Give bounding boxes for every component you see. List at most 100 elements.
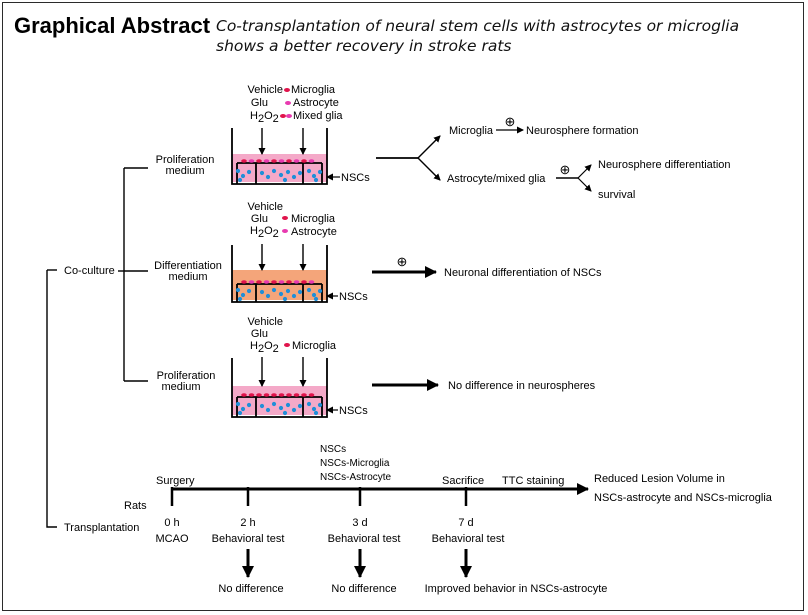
- glia-cell: [241, 280, 247, 284]
- result-no-difference-3d: No difference: [331, 583, 396, 595]
- nsc-cell: [278, 172, 284, 178]
- glia-cell: [308, 393, 315, 397]
- nsc-cell: [297, 403, 303, 409]
- glia-cell: [301, 159, 307, 163]
- glia-cell: [248, 393, 255, 397]
- time-2h: 2 h: [240, 517, 255, 529]
- ttc-staining-label: TTC staining: [502, 475, 564, 487]
- nsc-cell: [246, 169, 252, 175]
- nsc-cell: [285, 169, 291, 175]
- nsc-cells: [235, 287, 323, 302]
- mixed-glia-dot-legend-2: [286, 114, 292, 118]
- nsc-cell: [313, 410, 319, 416]
- glia-cell: [286, 159, 292, 163]
- glia-microglia-label: Microglia: [292, 340, 337, 352]
- panel-proliferation-glia: Proliferation medium Vehicle Glu H2O2 Mi…: [156, 84, 731, 201]
- microglia-dot-legend: [282, 216, 288, 220]
- nsc-cells: [235, 401, 323, 416]
- nsc-cell: [265, 407, 271, 413]
- nsc-cell: [306, 401, 312, 407]
- glia-astrocyte-label: Astrocyte: [291, 226, 337, 238]
- nsc-cell: [271, 401, 277, 407]
- glia-cell: [293, 393, 300, 397]
- result-no-difference-2h: No difference: [218, 583, 283, 595]
- glia-cell: [286, 393, 292, 397]
- nsc-cell: [235, 401, 241, 407]
- medium-label-line1: Differentiation: [154, 260, 222, 272]
- nsc-cell: [259, 403, 265, 409]
- nsc-cell: [291, 293, 297, 299]
- treatment-glu: Glu: [251, 213, 268, 225]
- panel-proliferation-microglia: Proliferation medium Vehicle Glu H2O2 Mi…: [157, 316, 596, 418]
- nsc-cell: [237, 410, 243, 416]
- glia-cell: [278, 159, 285, 163]
- nsc-cell: [265, 293, 271, 299]
- nsc-cell: [311, 173, 317, 179]
- panel-differentiation-glia: Differentiation medium Vehicle Glu H2O2 …: [154, 201, 602, 303]
- dish-outline: [231, 128, 328, 185]
- nsc-cell: [246, 402, 252, 408]
- glia-cell: [256, 280, 262, 284]
- glia-cell: [286, 280, 292, 284]
- glia-cell: [278, 393, 285, 397]
- astro-effect-up: [577, 164, 592, 179]
- transplantation-label: Transplantation: [64, 522, 139, 534]
- medium-label-line2: medium: [165, 165, 204, 177]
- event-behavioral-7d: Behavioral test: [432, 533, 505, 545]
- glia-cells: [241, 393, 315, 397]
- nsc-cell: [282, 296, 288, 302]
- nsc-cell: [313, 296, 319, 302]
- treatment-glu: Glu: [251, 328, 268, 340]
- nsc-cell: [235, 287, 241, 293]
- glia-cell: [293, 159, 300, 163]
- nsc-cell: [311, 292, 317, 298]
- time-0h: 0 h: [164, 517, 179, 529]
- medium-label-line1: Proliferation: [156, 154, 215, 166]
- glia-cell: [271, 393, 277, 397]
- astrocyte-dot-legend: [282, 229, 288, 233]
- group-label-3: NSCs-Astrocyte: [320, 472, 392, 483]
- glia-cell: [256, 159, 262, 163]
- event-behavioral-2h: Behavioral test: [212, 533, 285, 545]
- nsc-cell: [317, 169, 323, 175]
- glia-microglia-label: Microglia: [291, 213, 336, 225]
- dish-outline: [231, 245, 328, 303]
- nsc-cell: [240, 406, 246, 412]
- glia-cells: [241, 159, 315, 163]
- nscs-label: NSCs: [339, 405, 368, 417]
- treatment-vehicle: Vehicle: [248, 201, 283, 213]
- glia-mixed-label: Mixed glia: [293, 110, 343, 122]
- nsc-cell: [313, 177, 319, 183]
- nsc-cell: [297, 289, 303, 295]
- glia-cell: [256, 393, 262, 397]
- treatment-h2o2: H2O2: [250, 110, 279, 125]
- outcome-label: No difference in neurospheres: [448, 380, 596, 392]
- plus-icon: ⊕: [397, 254, 408, 269]
- nsc-cell: [237, 177, 243, 183]
- plus-icon: ⊕: [560, 162, 571, 177]
- dish-outline: [231, 358, 328, 418]
- result-line-1: Reduced Lesion Volume in: [594, 473, 725, 485]
- time-7d: 7 d: [458, 517, 473, 529]
- survival-label: survival: [598, 189, 635, 201]
- astro-effect-down: [577, 177, 592, 192]
- medium-label-line2: medium: [161, 381, 200, 393]
- outcome-branch-down: [417, 157, 441, 181]
- surgery-label: Surgery: [156, 475, 195, 487]
- result-improved-behavior: Improved behavior in NSCs-astrocyte: [425, 583, 608, 595]
- outcome-astro-mixed-label: Astrocyte/mixed glia: [447, 173, 546, 185]
- graphical-abstract-title: Graphical Abstract: [14, 13, 211, 38]
- nsc-cell: [291, 407, 297, 413]
- nsc-cell: [271, 287, 277, 293]
- neurosphere-differentiation-label: Neurosphere differentiation: [598, 159, 731, 171]
- transwell-insert: [236, 162, 323, 184]
- nsc-cell: [291, 174, 297, 180]
- transwell-insert: [236, 283, 323, 302]
- group-label-2: NSCs-Microglia: [320, 458, 390, 469]
- nsc-cell: [246, 288, 252, 294]
- glia-cell: [263, 393, 270, 397]
- group-label-1: NSCs: [320, 444, 346, 455]
- nsc-cell: [282, 410, 288, 416]
- glia-cell: [308, 159, 315, 163]
